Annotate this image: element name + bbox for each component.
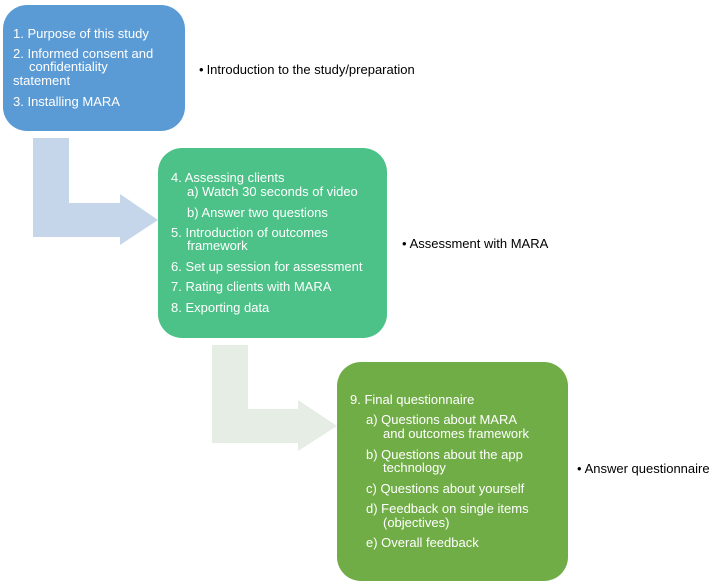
stage2-item: 8. Exporting data (171, 300, 270, 315)
stage1-item: 1. Purpose of this study (13, 26, 149, 41)
arrow-stage1-to-stage2 (33, 138, 158, 245)
stage3-item: d) Feedback on single items (366, 501, 529, 516)
stage3-item: a) Questions about MARA (366, 412, 518, 427)
stage1-label-text: Introduction to the study/preparation (206, 62, 415, 77)
stage3-item: c) Questions about yourself (366, 481, 525, 496)
stage1-item: statement (13, 73, 71, 88)
stage2-item: 5. Introduction of outcomes (171, 225, 328, 240)
stage1-item: 3. Installing MARA (13, 94, 120, 109)
stage3-box: 9. Final questionnaire a) Questions abou… (337, 362, 568, 581)
stage2-item: framework (187, 238, 248, 253)
bullet-icon: • (199, 62, 204, 77)
stage3-item: technology (383, 460, 446, 475)
stage1-item: confidentiality (29, 59, 108, 74)
stage2-box: 4. Assessing clients a) Watch 30 seconds… (158, 148, 387, 338)
stage3-item: (objectives) (383, 515, 450, 530)
stage3-item: 9. Final questionnaire (350, 392, 475, 407)
stage2-item: 4. Assessing clients (171, 170, 285, 185)
bullet-icon: • (402, 236, 407, 251)
stage2-label: •Assessment with MARA (402, 236, 548, 251)
stage3-item: e) Overall feedback (366, 535, 479, 550)
stage2-item: b) Answer two questions (187, 205, 328, 220)
stage1-item: 2. Informed consent and (13, 46, 154, 61)
stage3-label: •Answer questionnaire (577, 461, 710, 476)
stage1-box: 1. Purpose of this study 2. Informed con… (3, 5, 185, 131)
arrow-stage2-to-stage3 (212, 345, 337, 451)
bullet-icon: • (577, 461, 582, 476)
stage3-label-text: Answer questionnaire (584, 461, 710, 476)
stage2-item: 7. Rating clients with MARA (171, 279, 332, 294)
stage2-label-text: Assessment with MARA (409, 236, 549, 251)
stage3-item: b) Questions about the app (366, 447, 523, 462)
stage2-item: 6. Set up session for assessment (171, 259, 363, 274)
stage2-item: a) Watch 30 seconds of video (187, 184, 358, 199)
stage1-label: •Introduction to the study/preparation (199, 62, 415, 77)
stage3-item: and outcomes framework (383, 426, 529, 441)
